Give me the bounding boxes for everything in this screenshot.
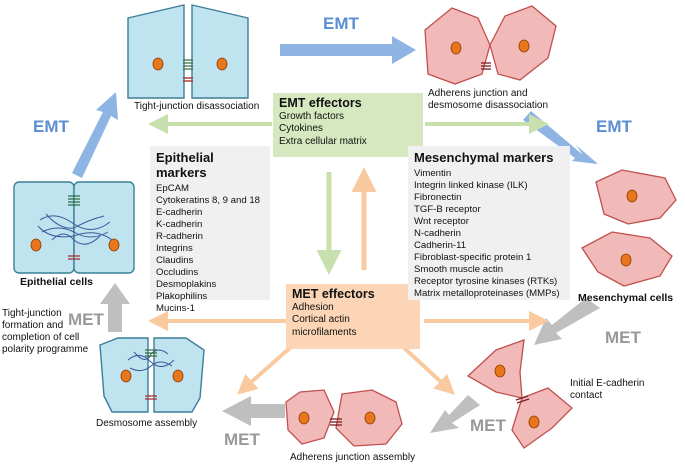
met-effector-item: microfilaments xyxy=(292,326,357,338)
met-arrow-bottom-left xyxy=(222,396,285,426)
mesenchymal-marker-item: Smooth muscle actin xyxy=(414,264,504,276)
mesenchymal-marker-item: N-cadherin xyxy=(414,228,461,240)
emt-effectors-background xyxy=(273,93,423,157)
mesenchymal-marker-item: Matrix metalloproteinases (MMPs) xyxy=(414,288,560,300)
epithelial-markers-box: Epithelial markers EpCAM Cytokeratins 8,… xyxy=(150,146,270,314)
emt-effectors-box: EMT effectors Growth factors Cytokines E… xyxy=(273,93,423,157)
emt-effectors-title: EMT effectors xyxy=(279,96,362,110)
label-adherens-junction-assembly: Adherens junction assembly xyxy=(290,452,416,463)
label-tight-junction-disassociation: Tight-junction disassociation xyxy=(134,101,260,112)
met-arrow-left xyxy=(100,283,130,332)
emt-effector-item: Extra cellular matrix xyxy=(279,135,367,147)
label-tight-junction-formation: Tight-junction formation and completion … xyxy=(2,308,89,355)
mesenchymal-marker-item: Integrin linked kinase (ILK) xyxy=(414,180,528,192)
emt-label-right: EMT xyxy=(596,117,632,136)
met-effector-item: Adhesion xyxy=(292,302,334,313)
mesenchymal-markers-box: Mesenchymal markers Vimentin Integrin li… xyxy=(408,146,570,300)
label-initial-ecadherin: Initial E-cadherin contact xyxy=(570,378,645,401)
met-effector-item: Cortical actin xyxy=(292,314,350,326)
met-arrow-bottom-right xyxy=(430,395,480,433)
cells-epithelial xyxy=(13,181,135,274)
met-label-bottom-right: MET xyxy=(470,416,506,435)
met-effectors-box: MET effectors Adhesion Cortical actin mi… xyxy=(286,284,420,349)
epithelial-marker-item: Mucins-1 xyxy=(156,303,195,315)
cells-initial-ecadherin-contact xyxy=(466,339,573,449)
cells-desmosome-assembly xyxy=(99,337,205,413)
emt-label-top: EMT xyxy=(323,14,359,33)
epithelial-markers-title: Epithelial markers xyxy=(156,150,214,180)
cells-mesenchymal xyxy=(581,169,677,287)
emt-effector-item: Growth factors xyxy=(279,111,345,122)
epithelial-marker-item: Integrins xyxy=(156,243,193,255)
label-adherens-desmosome-disassociation: Adherens junction and desmosome disassoc… xyxy=(428,88,549,111)
emt-effector-item: Cytokines xyxy=(279,123,323,135)
mesenchymal-marker-item: Fibronectin xyxy=(414,192,462,204)
epithelial-marker-item: R-cadherin xyxy=(156,231,203,243)
epithelial-marker-item: Plakophilins xyxy=(156,291,208,303)
met-label-right: MET xyxy=(605,328,641,347)
label-mesenchymal-cells: Mesenchymal cells xyxy=(578,292,674,304)
met-effector-arrow-down-right xyxy=(400,344,455,395)
met-label-left: MET xyxy=(68,310,104,329)
met-effector-arrow-down-left xyxy=(237,344,294,395)
mesenchymal-marker-item: Cadherin-11 xyxy=(414,240,467,252)
met-arrow-right xyxy=(534,298,600,345)
mesenchymal-marker-item: Wnt receptor xyxy=(414,216,469,228)
met-label-bottom-left: MET xyxy=(224,430,260,449)
cells-tight-junction-disassociation xyxy=(127,4,249,99)
emt-label-left: EMT xyxy=(33,117,69,136)
met-effectors-title: MET effectors xyxy=(292,287,375,301)
epithelial-marker-item: K-cadherin xyxy=(156,219,203,231)
mesenchymal-marker-item: Receptor tyrosine kinases (RTKs) xyxy=(414,276,558,288)
label-desmosome-assembly: Desmosome assembly xyxy=(96,418,198,429)
epithelial-marker-item: Claudins xyxy=(156,255,194,267)
epithelial-marker-item: E-cadherin xyxy=(156,207,203,219)
emt-arrow-left xyxy=(72,92,118,178)
label-epithelial-cells: Epithelial cells xyxy=(20,276,93,288)
epithelial-marker-item: Desmoplakins xyxy=(156,279,217,291)
epithelial-marker-item: Cytokeratins 8, 9 and 18 xyxy=(156,195,260,207)
mesenchymal-marker-item: Vimentin xyxy=(414,168,452,179)
cells-adherens-junction-assembly xyxy=(285,389,403,447)
epithelial-marker-item: Occludins xyxy=(156,267,199,279)
mesenchymal-marker-item: Fibroblast-specific protein 1 xyxy=(414,252,532,264)
mesenchymal-markers-title: Mesenchymal markers xyxy=(414,150,554,165)
epithelial-marker-item: EpCAM xyxy=(156,183,190,194)
met-effectors-background xyxy=(286,284,420,349)
emt-arrow-top xyxy=(280,36,416,64)
cells-adherens-desmosome-disassociation xyxy=(424,5,557,85)
mesenchymal-marker-item: TGF-B receptor xyxy=(414,204,481,216)
